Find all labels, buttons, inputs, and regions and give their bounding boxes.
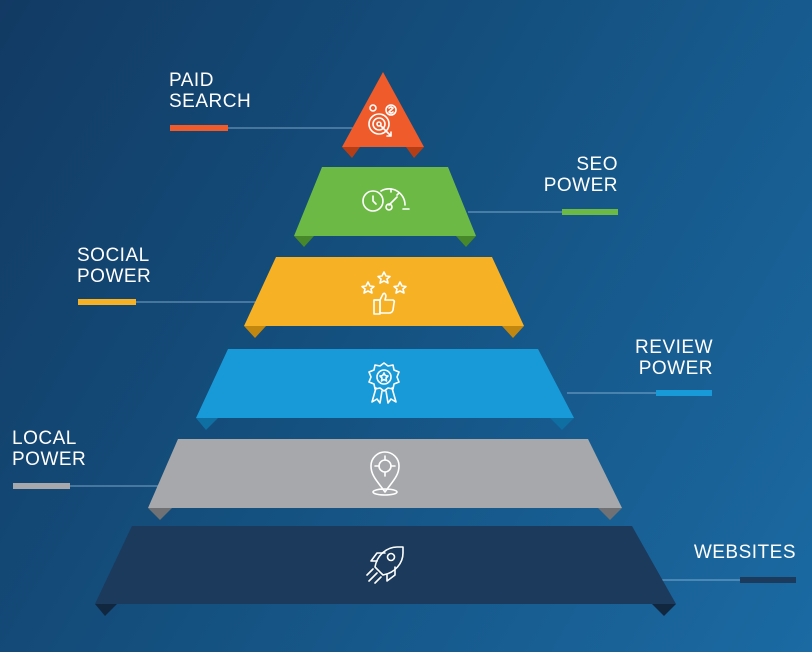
tier-paid-face [342, 72, 424, 147]
tier-local-fold-right [598, 508, 622, 520]
label-paid-search-line1: PAID [169, 70, 214, 91]
review-power-bar [656, 390, 712, 396]
tier-seo-fold-left [294, 236, 314, 247]
tier-seo-power [294, 167, 476, 247]
tier-paid-fold-right [406, 147, 424, 158]
rocket-icon [366, 546, 404, 584]
tier-social-power [244, 257, 524, 338]
tier-social-face [244, 257, 524, 326]
label-seo-power-line1: SEO [576, 154, 618, 175]
location-pin-icon [370, 451, 400, 496]
speedometer-icon [362, 188, 410, 212]
social-power-bar [78, 299, 136, 305]
label-seo-power: SEO POWER [518, 154, 618, 196]
label-local-power-line1: LOCAL [12, 428, 77, 449]
tier-local-fold-left [148, 508, 172, 520]
connector-lines [70, 127, 740, 581]
label-social-power-line1: SOCIAL [77, 245, 150, 266]
tier-websites-face [95, 526, 676, 604]
label-review-power: REVIEW POWER [600, 337, 713, 379]
stars-thumbs-up-icon [361, 271, 407, 315]
label-websites: WEBSITES [660, 542, 796, 563]
label-local-power: LOCAL POWER [12, 428, 86, 470]
tier-paid-search [342, 72, 424, 158]
tier-seo-fold-right [456, 236, 476, 247]
tier-websites [95, 526, 676, 616]
paid-search-bar [170, 125, 228, 131]
seo-power-bar [562, 209, 618, 215]
label-paid-search-line2: SEARCH [169, 91, 252, 112]
label-review-power-line2: POWER [638, 358, 713, 379]
target-click-icon [368, 104, 397, 137]
label-social-power: SOCIAL POWER [77, 245, 151, 287]
tier-websites-fold-left [95, 604, 117, 616]
tier-review-fold-right [550, 418, 574, 430]
local-power-bar [13, 483, 70, 489]
label-review-power-line1: REVIEW [635, 337, 713, 358]
tier-social-fold-left [244, 326, 266, 338]
websites-bar [740, 577, 796, 583]
label-local-power-line2: POWER [12, 449, 87, 470]
award-badge-icon [368, 362, 400, 404]
tier-websites-fold-right [652, 604, 676, 616]
label-seo-power-line2: POWER [543, 175, 618, 196]
label-paid-search: PAID SEARCH [169, 70, 251, 112]
tier-review-fold-left [196, 418, 218, 430]
label-social-power-line2: POWER [77, 266, 152, 287]
label-websites-line1: WEBSITES [693, 542, 796, 563]
tier-paid-fold-left [342, 147, 360, 158]
tier-local-power [148, 439, 622, 520]
tier-seo-face [294, 167, 476, 236]
tier-social-fold-right [502, 326, 524, 338]
